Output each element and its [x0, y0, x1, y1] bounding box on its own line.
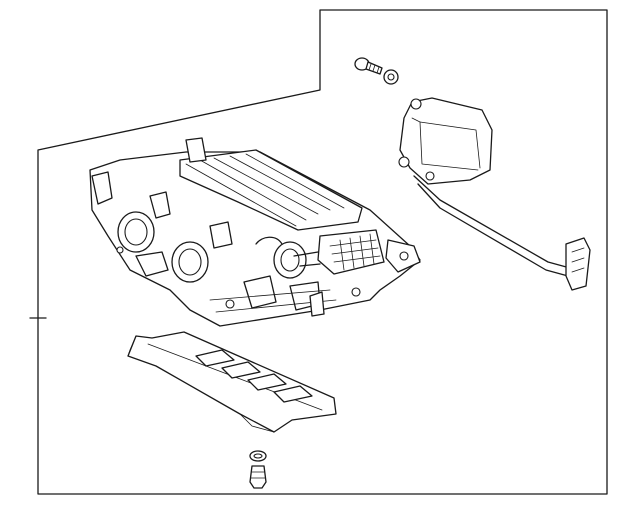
diagram-frame [29, 9, 608, 495]
inverter-assembly[interactable] [89, 137, 421, 327]
control-module-with-harness[interactable] [398, 97, 591, 291]
bolt-with-washer[interactable] [354, 57, 399, 85]
lower-plate[interactable] [127, 331, 337, 433]
drain-plug-with-oring[interactable] [249, 450, 267, 489]
